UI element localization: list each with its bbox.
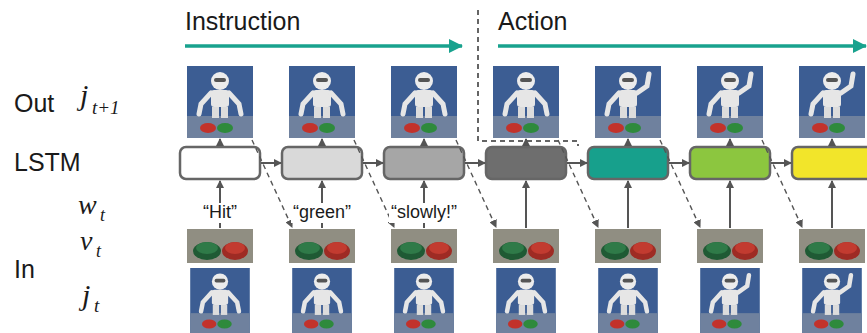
math-symbol: w — [78, 190, 97, 221]
recurrent-arrows — [261, 162, 791, 164]
row-label: Out — [14, 90, 54, 118]
word-input: “green” — [291, 203, 353, 223]
math-subscript: t — [100, 206, 105, 226]
word-input: “Hit” — [201, 203, 239, 223]
vision-frames — [187, 229, 865, 263]
phase-arrow — [185, 44, 462, 48]
math-symbol: v — [80, 226, 92, 257]
row-label: In — [14, 256, 35, 284]
row-label: LSTM — [14, 149, 81, 177]
output-frames — [187, 66, 865, 138]
math-symbol: j — [80, 78, 88, 111]
flow-arrows — [220, 139, 832, 228]
lstm-cells — [180, 147, 867, 179]
phase-arrow — [498, 44, 866, 48]
math-subscript: t — [96, 242, 101, 262]
feedback-arrows — [252, 140, 802, 227]
joint-frames — [190, 268, 862, 333]
math-subscript: t+1 — [92, 98, 120, 119]
phase-label: Instruction — [185, 8, 300, 36]
phase-label: Action — [498, 8, 567, 36]
math-symbol: j — [82, 278, 90, 311]
math-subscript: t — [94, 296, 99, 317]
word-input: “slowly!” — [389, 203, 459, 223]
